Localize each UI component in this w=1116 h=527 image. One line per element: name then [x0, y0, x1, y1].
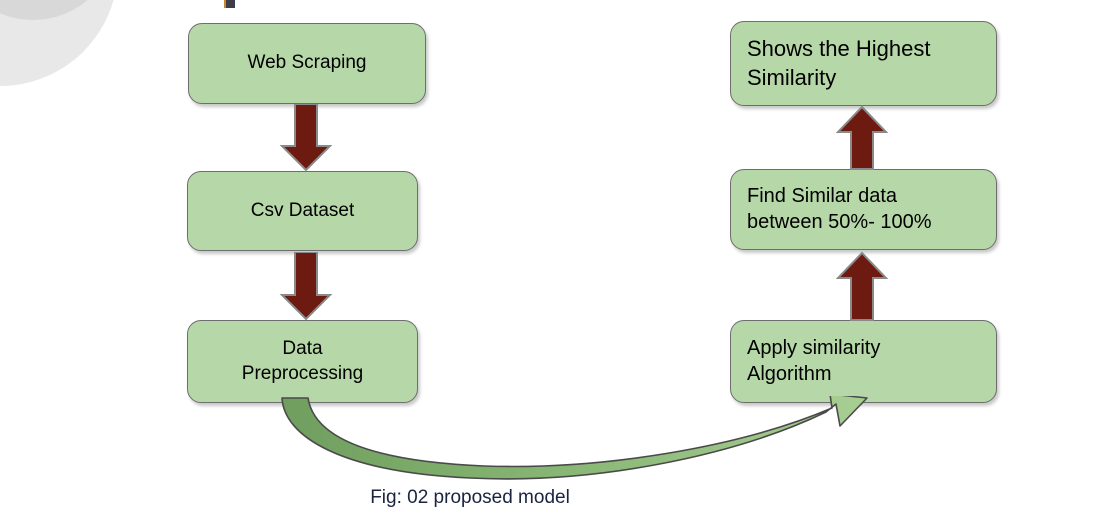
arrow-down-web-scraping-to-csv-dataset [279, 104, 333, 172]
node-csv-dataset-label: Csv Dataset [250, 199, 355, 221]
figure-caption: Fig: 02 proposed model [370, 487, 570, 508]
arrow-up-apply-similarity-to-find-similar-data [835, 251, 889, 321]
node-shows-highest-similarity-label: Shows the Highest Similarity [747, 36, 931, 90]
node-apply-similarity-algorithm-label: Apply similarity Algorithm [747, 336, 881, 385]
node-shows-highest-similarity[interactable]: Shows the Highest Similarity [730, 21, 997, 106]
arrow-up-find-similar-data-to-shows-highest-similarity [835, 105, 889, 170]
node-web-scraping-label: Web Scraping [247, 52, 367, 74]
node-data-preprocessing[interactable]: Data Preprocessing [187, 320, 418, 403]
background-arc-artifact [0, 0, 118, 86]
node-data-preprocessing-label: Data Preprocessing [241, 338, 364, 384]
node-csv-dataset[interactable]: Csv Dataset [187, 171, 418, 251]
node-find-similar-data-label: Find Similar data between 50%- 100% [747, 184, 932, 233]
curved-arrow-data-preprocessing-to-apply-similarity [281, 396, 868, 480]
node-web-scraping[interactable]: Web Scraping [188, 23, 426, 104]
cropped-glyph-fragment [224, 0, 235, 8]
node-apply-similarity-algorithm[interactable]: Apply similarity Algorithm [730, 320, 997, 403]
background-arc-artifact-inner [0, 0, 118, 20]
arrow-down-csv-dataset-to-data-preprocessing [279, 252, 333, 321]
node-find-similar-data[interactable]: Find Similar data between 50%- 100% [730, 169, 997, 250]
